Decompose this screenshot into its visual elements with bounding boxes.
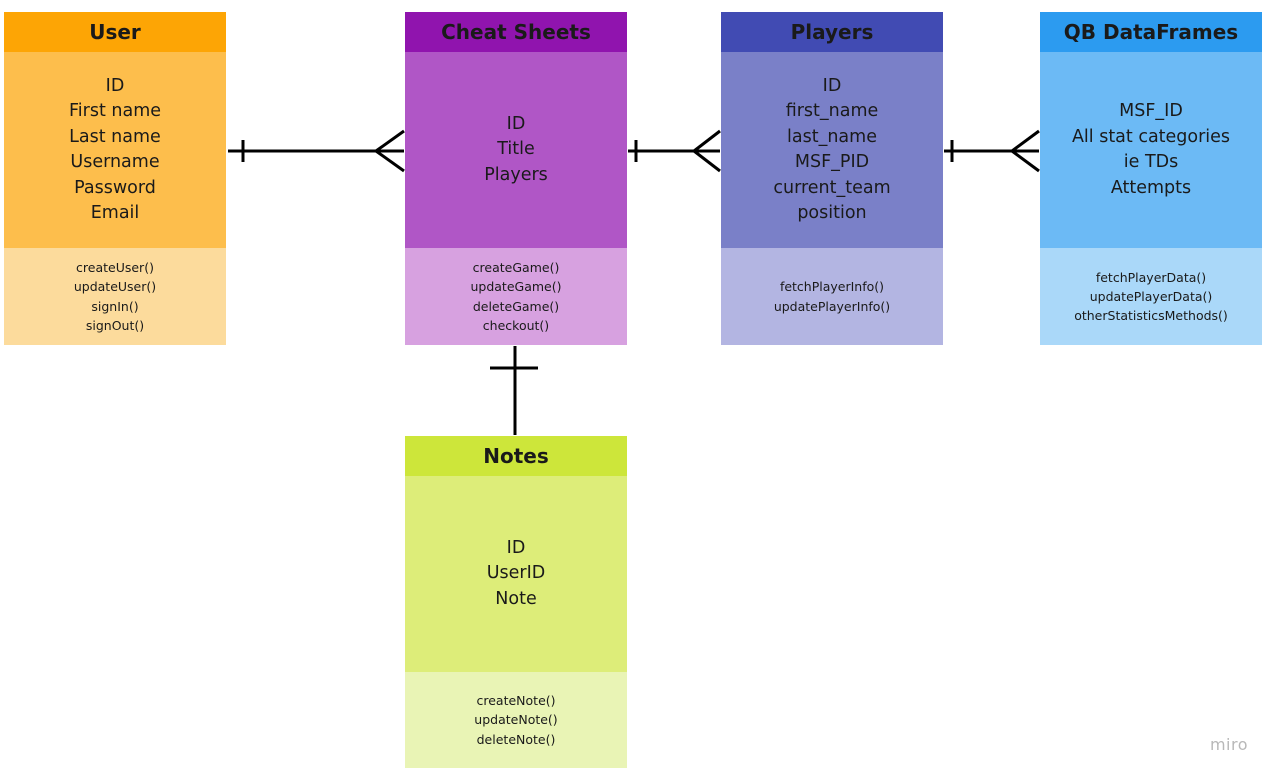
method: signOut(): [85, 317, 145, 333]
entity-notes-title: Notes: [483, 444, 549, 468]
entity-qb-dataframes[interactable]: QB DataFrames MSF_ID All stat categories…: [1040, 12, 1262, 345]
attribute: First name: [68, 101, 162, 121]
attribute: ID: [822, 75, 842, 96]
entity-players-title: Players: [790, 20, 874, 44]
method: createNote(): [476, 693, 556, 709]
entity-notes-attributes: ID UserID Note: [405, 476, 627, 672]
attribute: ie TDs: [1123, 152, 1179, 172]
method: updateGame(): [470, 279, 562, 295]
attribute: All stat categories: [1071, 126, 1231, 147]
crowfoot-upper: [375, 129, 405, 153]
method: updateUser(): [73, 279, 157, 295]
crowfoot-upper: [1011, 129, 1040, 153]
entity-cheat-sheets-attributes: ID Title Players: [405, 52, 627, 248]
method: fetchPlayerInfo(): [779, 279, 885, 295]
attribute: ID: [105, 75, 125, 96]
entity-qb-dataframes-title: QB DataFrames: [1063, 20, 1239, 44]
attribute: MSF_PID: [794, 152, 870, 172]
method: deleteGame(): [472, 298, 560, 314]
method: checkout(): [482, 317, 550, 333]
entity-players-attributes: ID first_name last_name MSF_PID current_…: [721, 52, 943, 248]
entity-user-attributes: ID First name Last name Username Passwor…: [4, 52, 226, 248]
method: updateNote(): [474, 712, 558, 728]
attribute: Username: [70, 152, 160, 172]
attribute: Last name: [69, 126, 161, 147]
attribute: last_name: [787, 126, 877, 147]
crowfoot-lower: [375, 149, 405, 173]
attribute: MSF_ID: [1119, 101, 1183, 121]
entity-user-methods: createUser() updateUser() signIn() signO…: [4, 248, 226, 345]
miro-watermark: miro: [1209, 735, 1248, 754]
entity-qb-dataframes-methods: fetchPlayerData() updatePlayerData() oth…: [1040, 248, 1262, 345]
entity-cheat-sheets-methods: createGame() updateGame() deleteGame() c…: [405, 248, 627, 345]
attribute: Players: [484, 164, 548, 185]
attribute: ID: [506, 113, 526, 134]
method: createGame(): [472, 259, 560, 275]
entity-players[interactable]: Players ID first_name last_name MSF_PID …: [721, 12, 943, 345]
entity-notes[interactable]: Notes ID UserID Note createNote() update…: [405, 436, 627, 768]
attribute: position: [797, 203, 867, 223]
method: signIn(): [91, 298, 139, 314]
players-qbdataframes-relationship: [944, 129, 1040, 173]
attribute: Email: [90, 203, 140, 223]
entity-user-header: User: [4, 12, 226, 52]
crowfoot-upper: [693, 129, 721, 153]
entity-notes-methods: createNote() updateNote() deleteNote(): [405, 672, 627, 768]
user-cheatsheets-relationship: [228, 129, 405, 173]
method: createUser(): [76, 259, 154, 275]
entity-notes-header: Notes: [405, 436, 627, 476]
attribute: ID: [506, 537, 526, 558]
crowfoot-lower: [693, 149, 721, 173]
entity-cheat-sheets-title: Cheat Sheets: [441, 20, 591, 44]
entity-cheat-sheets-header: Cheat Sheets: [405, 12, 627, 52]
attribute: Attempts: [1110, 177, 1192, 198]
crowfoot-lower: [1011, 149, 1040, 173]
entity-players-header: Players: [721, 12, 943, 52]
entity-players-methods: fetchPlayerInfo() updatePlayerInfo(): [721, 248, 943, 345]
cheatsheets-notes-relationship: [490, 346, 538, 435]
attribute: Password: [74, 177, 156, 198]
method: otherStatisticsMethods(): [1074, 308, 1228, 324]
attribute: first_name: [785, 101, 879, 121]
method: deleteNote(): [476, 731, 556, 747]
attribute: UserID: [486, 563, 546, 584]
attribute: current_team: [773, 177, 891, 198]
method: updatePlayerInfo(): [773, 298, 891, 314]
entity-cheat-sheets[interactable]: Cheat Sheets ID Title Players createGame…: [405, 12, 627, 345]
attribute: Note: [495, 588, 537, 609]
attribute: Title: [497, 139, 535, 160]
method: updatePlayerData(): [1089, 288, 1213, 304]
entity-qb-dataframes-header: QB DataFrames: [1040, 12, 1262, 52]
entity-user[interactable]: User ID First name Last name Username Pa…: [4, 12, 226, 345]
cheatsheets-players-relationship: [628, 129, 721, 173]
method: fetchPlayerData(): [1095, 269, 1207, 285]
entity-qb-dataframes-attributes: MSF_ID All stat categories ie TDs Attemp…: [1040, 52, 1262, 248]
entity-user-title: User: [89, 20, 141, 44]
